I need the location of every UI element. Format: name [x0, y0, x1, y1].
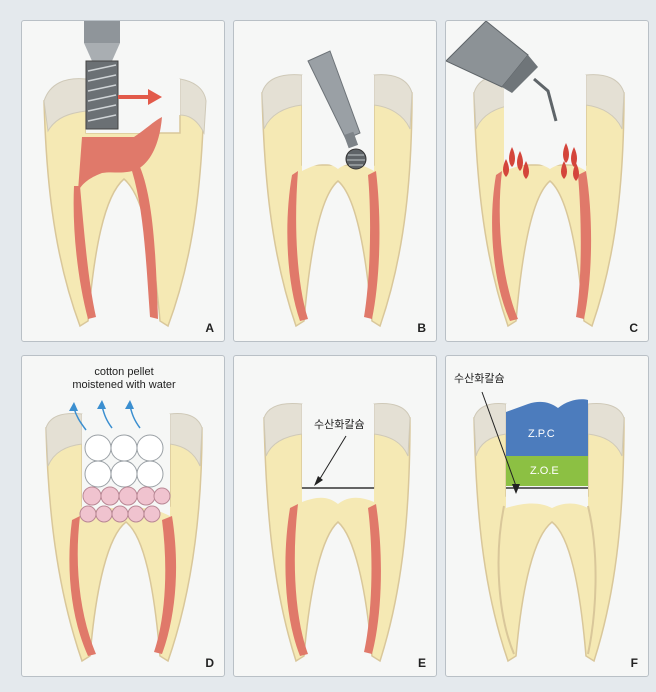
pulp-canal-right — [364, 504, 381, 654]
pulp-canal-left — [69, 516, 96, 656]
cotton-pellets-wet — [79, 486, 171, 523]
tooth-crown-root — [473, 417, 625, 663]
tooth-crown-root — [45, 427, 203, 663]
bur-flutes — [87, 64, 117, 122]
panel-b: B — [233, 20, 437, 342]
pulp-chamber — [78, 117, 162, 191]
zpc-label: Z.P.C — [528, 428, 555, 440]
tooth-crown-root — [43, 100, 205, 328]
panel-a: A — [21, 20, 225, 342]
bur-shank — [84, 21, 120, 43]
leader-arrow — [481, 391, 520, 494]
pulp-canal-left — [285, 504, 308, 656]
enamel-right — [373, 403, 411, 457]
syringe-needle — [533, 77, 558, 122]
zoe-layer — [506, 456, 588, 486]
cotton-pellets-dry — [84, 434, 164, 488]
bur-neck — [84, 43, 120, 61]
panel-c: C — [445, 20, 649, 342]
pulp-canal-right — [154, 516, 177, 654]
zpc-layer — [506, 399, 588, 456]
annotation-line-1: cotton pellet — [94, 366, 154, 378]
pulp-canal-right — [576, 171, 592, 319]
handpiece — [307, 50, 361, 140]
zoe-label: Z.O.E — [530, 465, 559, 477]
panel-label: F — [630, 656, 638, 670]
pulp-canal-left — [73, 186, 96, 319]
enamel-right — [585, 74, 625, 130]
panel-label: D — [205, 656, 214, 670]
root-canal-left — [497, 505, 515, 655]
panel-label: C — [629, 321, 638, 335]
panel-d: cotton pellet moistened with water D — [21, 355, 225, 677]
calcium-hydroxide-annotation: 수산화칼슘 — [454, 373, 505, 385]
panel-e-drawing — [263, 403, 411, 663]
panel-f: 수산화칼슘 Z.P.C Z.O.E F — [445, 355, 649, 677]
syringe-hub — [502, 55, 538, 93]
movement-arrow — [118, 89, 162, 105]
cotton-pellet-annotation: cotton pellet moistened with water — [44, 366, 204, 392]
round-bur-texture — [347, 154, 365, 166]
handpiece-neck — [343, 131, 359, 149]
enamel-right — [373, 74, 413, 130]
leader-arrow — [314, 435, 347, 486]
round-bur-icon — [345, 148, 367, 170]
panel-label: A — [205, 321, 214, 335]
pulp-canal-left — [287, 171, 308, 321]
enamel-right — [169, 413, 203, 467]
bleeding-drops — [503, 143, 579, 181]
enamel-right — [179, 78, 207, 135]
panel-b-drawing — [261, 50, 413, 328]
root-canal-right — [587, 505, 597, 655]
pulp-canal-right — [132, 167, 158, 319]
annotation-line-2: moistened with water — [72, 379, 176, 391]
panel-a-drawing — [43, 21, 207, 328]
enamel-right — [587, 403, 625, 457]
calcium-hydroxide-annotation: 수산화칼슘 — [314, 419, 365, 431]
panel-label: B — [417, 321, 426, 335]
pulp-canal-left — [492, 171, 518, 321]
panel-c-drawing — [446, 21, 625, 328]
panel-e: 수산화칼슘 E — [233, 355, 437, 677]
panel-f-drawing — [473, 391, 625, 663]
panel-d-drawing — [45, 400, 203, 663]
panel-label: E — [417, 656, 426, 670]
water-arrowheads — [69, 400, 134, 411]
pulp-canal-right — [364, 171, 380, 319]
